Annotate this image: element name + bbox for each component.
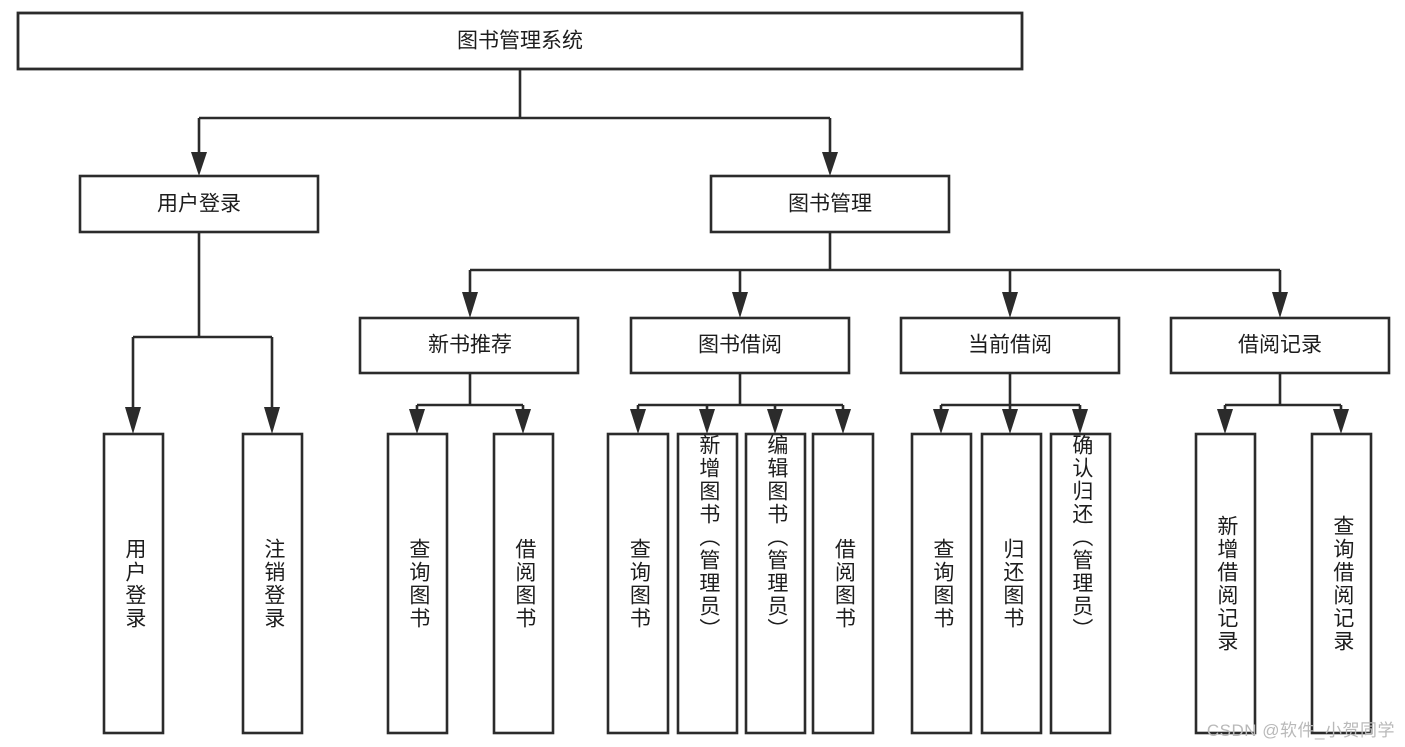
arrow-head-current-borrow <box>1002 292 1018 318</box>
node-box-root[interactable] <box>16 11 1024 71</box>
arrow-head-user-login <box>191 152 207 176</box>
arrow-head-leaf-return-book <box>1002 409 1018 434</box>
node-box-book-manage[interactable] <box>709 174 951 234</box>
node-label-root: 图书管理系统 <box>457 30 583 53</box>
arrow-head-book-manage <box>822 152 838 176</box>
node-box-leaf-query-book-3[interactable] <box>910 432 973 735</box>
node-label-user-login: 用户登录 <box>157 193 241 216</box>
node-box-leaf-edit-book[interactable] <box>744 432 807 735</box>
node-box-leaf-add-book[interactable] <box>676 432 739 735</box>
node-box-leaf-add-record[interactable] <box>1194 432 1257 735</box>
node-box-leaf-query-book-1[interactable] <box>386 432 449 735</box>
arrow-head-leaf-user-login <box>125 407 141 434</box>
node-boxes: 图书管理系统 用户登录 图书管理 新书推荐 图书借阅 当前借阅 借阅记录 <box>16 11 1391 735</box>
node-label-current-borrow: 当前借阅 <box>968 334 1052 357</box>
node-box-leaf-query-book-2[interactable] <box>606 432 670 735</box>
arrow-head-leaf-borrow-book-1 <box>515 409 531 434</box>
node-box-leaf-return-book[interactable] <box>980 432 1043 735</box>
arrow-head-leaf-confirm-return <box>1072 409 1088 434</box>
node-box-new-book-recommend[interactable] <box>358 316 580 375</box>
node-box-leaf-confirm-return[interactable] <box>1049 432 1112 735</box>
node-box-book-borrow[interactable] <box>629 316 851 375</box>
arrow-head-leaf-query-book-2 <box>630 409 646 434</box>
node-box-current-borrow[interactable] <box>899 316 1121 375</box>
arrow-head-leaf-query-book-1 <box>409 409 425 434</box>
node-box-leaf-query-record[interactable] <box>1310 432 1373 735</box>
node-label-book-manage: 图书管理 <box>788 193 872 216</box>
node-label-borrow-record: 借阅记录 <box>1238 334 1322 357</box>
node-box-leaf-borrow-book-2[interactable] <box>811 432 875 735</box>
arrow-head-leaf-query-book-3 <box>933 409 949 434</box>
arrow-head-borrow-record <box>1272 292 1288 318</box>
connectors <box>125 69 1349 434</box>
arrow-head-new-book-recommend <box>462 292 478 318</box>
node-box-leaf-logout[interactable] <box>241 432 304 735</box>
arrow-head-book-borrow <box>732 292 748 318</box>
node-label-new-book-recommend: 新书推荐 <box>428 334 512 357</box>
arrow-head-leaf-edit-book <box>767 409 783 434</box>
node-label-book-borrow: 图书借阅 <box>698 334 782 357</box>
node-box-borrow-record[interactable] <box>1169 316 1391 375</box>
arrow-head-leaf-add-book <box>699 409 715 434</box>
csdn-watermark: CSDN @软件_小贺同学 <box>1206 721 1395 740</box>
node-box-leaf-borrow-book-1[interactable] <box>492 432 555 735</box>
arrow-head-leaf-logout <box>264 407 280 434</box>
arrow-head-leaf-borrow-book-2 <box>835 409 851 434</box>
node-box-leaf-user-login[interactable] <box>102 432 165 735</box>
arrow-head-leaf-query-record <box>1333 409 1349 434</box>
node-box-user-login[interactable] <box>78 174 320 234</box>
arrow-head-leaf-add-record <box>1217 409 1233 434</box>
